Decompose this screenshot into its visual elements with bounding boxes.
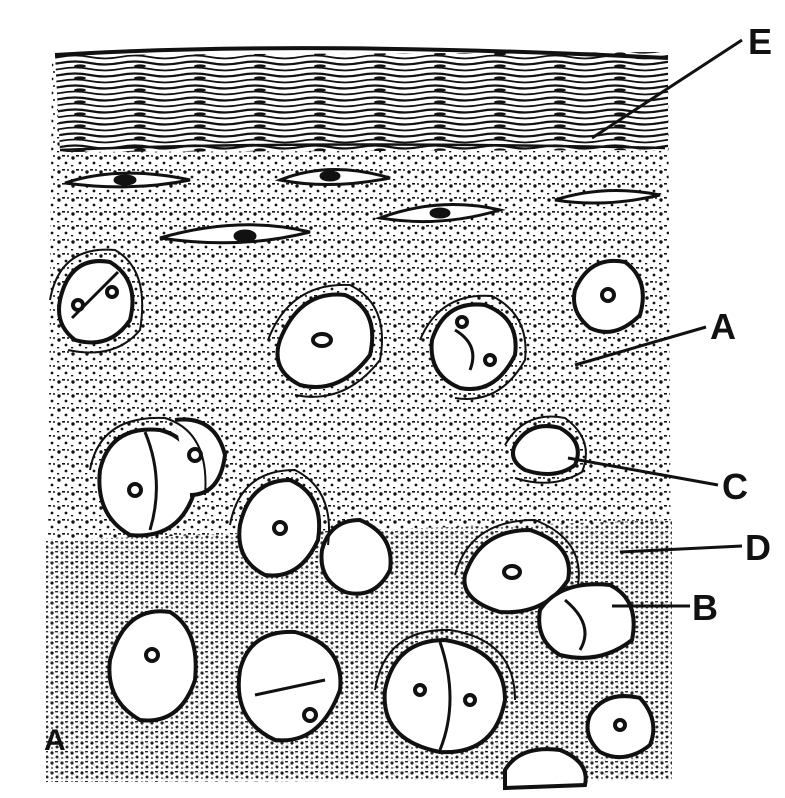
- label-E: E: [748, 24, 772, 60]
- empty-lacuna-mid: [321, 520, 390, 594]
- cell-bottom-5: [505, 749, 586, 788]
- label-B: B: [692, 590, 718, 626]
- label-C: C: [722, 469, 748, 505]
- cell-bottom-4: [588, 696, 654, 757]
- empty-lacuna: [513, 426, 578, 474]
- cell-upper-right: [574, 261, 643, 332]
- cell-upper-left: [59, 261, 133, 342]
- fibrous-layer: [55, 48, 668, 152]
- cell-bottom-3: [385, 640, 505, 752]
- label-D: D: [745, 530, 771, 566]
- cell-B: [539, 584, 634, 658]
- label-A: A: [710, 309, 736, 345]
- panel-label: A: [44, 726, 66, 756]
